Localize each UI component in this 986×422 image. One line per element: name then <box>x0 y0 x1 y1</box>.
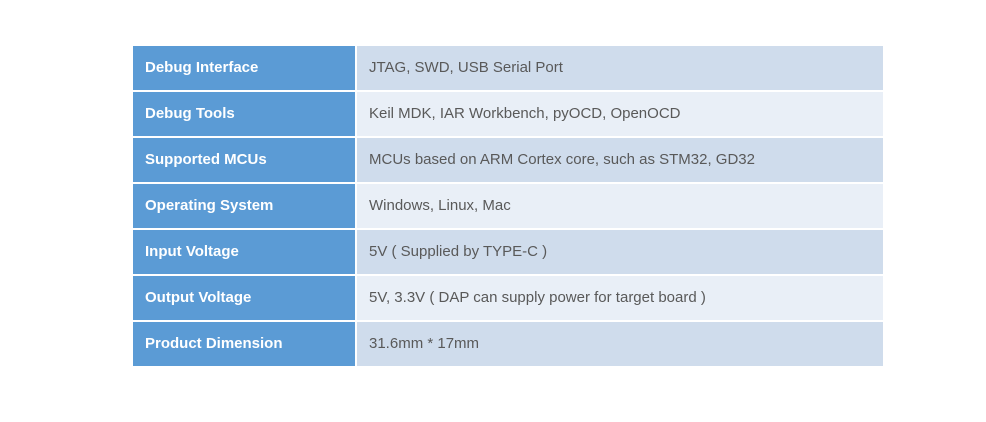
table-row: Product Dimension 31.6mm * 17mm <box>133 322 883 366</box>
spec-value: 5V ( Supplied by TYPE-C ) <box>357 230 883 274</box>
spec-label: Output Voltage <box>133 276 355 320</box>
table-row: Supported MCUs MCUs based on ARM Cortex … <box>133 138 883 182</box>
spec-label: Supported MCUs <box>133 138 355 182</box>
spec-label: Product Dimension <box>133 322 355 366</box>
table-row: Debug Interface JTAG, SWD, USB Serial Po… <box>133 46 883 90</box>
spec-value: 5V, 3.3V ( DAP can supply power for targ… <box>357 276 883 320</box>
spec-value: Keil MDK, IAR Workbench, pyOCD, OpenOCD <box>357 92 883 136</box>
spec-label: Debug Interface <box>133 46 355 90</box>
spec-value: JTAG, SWD, USB Serial Port <box>357 46 883 90</box>
table-row: Operating System Windows, Linux, Mac <box>133 184 883 228</box>
spec-label: Debug Tools <box>133 92 355 136</box>
spec-label: Input Voltage <box>133 230 355 274</box>
table-row: Debug Tools Keil MDK, IAR Workbench, pyO… <box>133 92 883 136</box>
spec-value: Windows, Linux, Mac <box>357 184 883 228</box>
product-spec-table: Debug Interface JTAG, SWD, USB Serial Po… <box>131 44 885 368</box>
table-row: Output Voltage 5V, 3.3V ( DAP can supply… <box>133 276 883 320</box>
spec-label: Operating System <box>133 184 355 228</box>
spec-value: MCUs based on ARM Cortex core, such as S… <box>357 138 883 182</box>
spec-value: 31.6mm * 17mm <box>357 322 883 366</box>
table-row: Input Voltage 5V ( Supplied by TYPE-C ) <box>133 230 883 274</box>
